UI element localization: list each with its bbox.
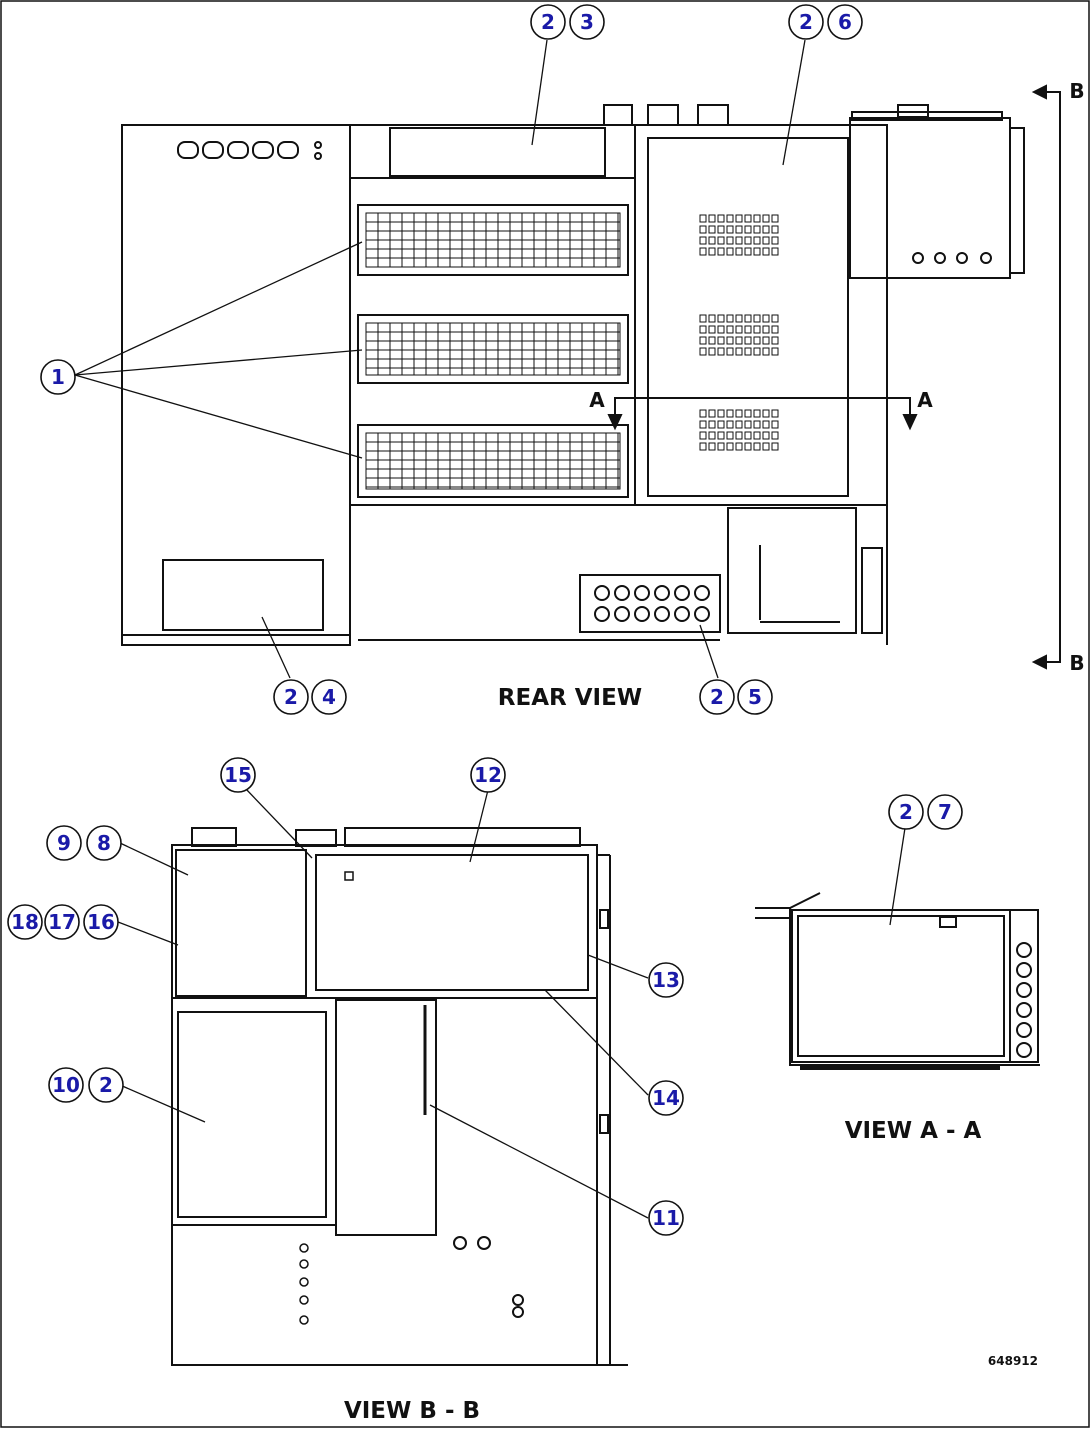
svg-text:15: 15: [224, 763, 252, 787]
grille-3: [357, 424, 629, 498]
cover-panel-6: [647, 137, 849, 497]
svg-text:14: 14: [652, 1086, 680, 1110]
section-line-aa: [607, 397, 918, 431]
callout-c10: 10: [48, 1067, 84, 1103]
section-b-top-label: B: [1069, 79, 1084, 103]
svg-text:2: 2: [899, 800, 913, 824]
section-line-bb: [1031, 84, 1061, 670]
bb-cover-12: [315, 854, 589, 991]
view-bb-caption: VIEW B - B: [344, 1398, 480, 1424]
svg-text:10: 10: [52, 1073, 80, 1097]
aa-cabinet: [791, 909, 1011, 1063]
section-a-left-label: A: [589, 388, 605, 412]
svg-text:11: 11: [652, 1206, 680, 1230]
svg-text:2: 2: [99, 1073, 113, 1097]
view-aa-caption: VIEW A - A: [845, 1118, 982, 1144]
left-cabinet: [121, 124, 351, 646]
callout-c11: 11: [648, 1200, 684, 1236]
callout-c17: 17: [44, 904, 80, 940]
callout-c18: 18: [7, 904, 43, 940]
svg-text:13: 13: [652, 968, 680, 992]
section-a-right-label: A: [917, 388, 933, 412]
svg-text:2: 2: [541, 10, 555, 34]
callout-c12: 12: [470, 757, 506, 793]
svg-text:3: 3: [580, 10, 594, 34]
bb-cover-10: [177, 1011, 327, 1218]
view-aa-drawing: [755, 892, 1040, 1070]
callout-c15: 15: [220, 757, 256, 793]
callout-c2d: 2: [699, 679, 735, 715]
callout-c9: 9: [46, 825, 82, 861]
callout-c16: 16: [83, 904, 119, 940]
svg-text:1: 1: [51, 365, 65, 389]
svg-text:4: 4: [322, 685, 336, 709]
callout-c2f: 2: [888, 794, 924, 830]
callout-c1: 1: [40, 359, 76, 395]
svg-text:8: 8: [97, 831, 111, 855]
callout-c2a: 2: [530, 4, 566, 40]
grille-2: [357, 314, 629, 384]
figure-code: 648912: [988, 1354, 1038, 1368]
callout-c3: 3: [569, 4, 605, 40]
callout-c14: 14: [648, 1080, 684, 1116]
svg-text:2: 2: [284, 685, 298, 709]
bb-outer: [171, 844, 598, 1366]
rear-view-caption: REAR VIEW: [498, 685, 642, 711]
svg-text:18: 18: [11, 910, 39, 934]
svg-text:17: 17: [48, 910, 76, 934]
svg-text:16: 16: [87, 910, 115, 934]
callout-c2b: 2: [788, 4, 824, 40]
svg-text:5: 5: [748, 685, 762, 709]
callout-c7: 7: [927, 794, 963, 830]
callout-c8: 8: [86, 825, 122, 861]
rear-view-drawing: [121, 84, 1061, 670]
cover-panel-3: [389, 127, 606, 177]
lower-right-panel: [727, 507, 857, 634]
callout-c2e: 2: [88, 1067, 124, 1103]
svg-text:2: 2: [799, 10, 813, 34]
callout-c2c: 2: [273, 679, 309, 715]
right-cabinet: [634, 124, 888, 506]
bb-box-8: [175, 849, 307, 997]
leader-lines: [74, 39, 906, 1219]
callout-c5: 5: [737, 679, 773, 715]
bb-box-11: [335, 999, 437, 1236]
aa-cover-7: [797, 915, 1005, 1057]
svg-text:6: 6: [838, 10, 852, 34]
callout-c13: 13: [648, 962, 684, 998]
view-bb-drawing: [171, 827, 628, 1366]
connector-panel-5: [579, 574, 721, 633]
svg-text:2: 2: [710, 685, 724, 709]
section-b-bottom-label: B: [1069, 651, 1084, 675]
callout-c4: 4: [311, 679, 347, 715]
cover-panel-4: [162, 559, 324, 631]
svg-text:9: 9: [57, 831, 71, 855]
svg-text:7: 7: [938, 800, 952, 824]
svg-text:12: 12: [474, 763, 502, 787]
callout-c6: 6: [827, 4, 863, 40]
top-connectors: [177, 141, 322, 160]
